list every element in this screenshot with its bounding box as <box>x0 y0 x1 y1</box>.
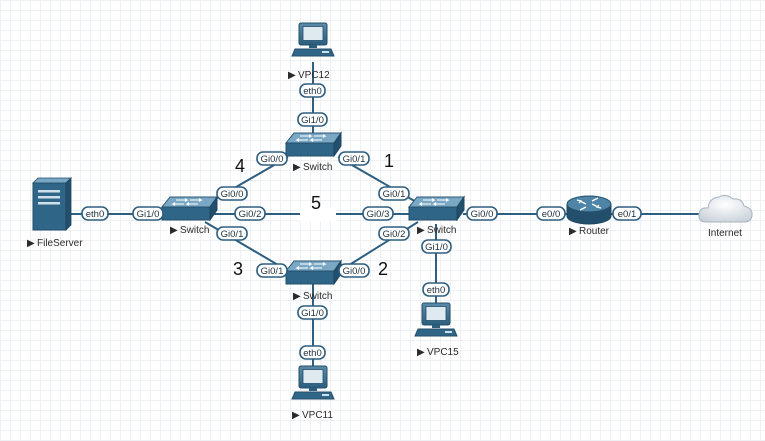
port-text: Gi0/0 <box>221 189 244 200</box>
port-label: Gi0/1 <box>216 226 248 241</box>
switch-bottom-label: Switch <box>303 291 332 302</box>
switch-icon <box>285 132 342 157</box>
server-icon <box>32 177 72 231</box>
switch-right-node[interactable]: ▶ Switch <box>408 196 465 236</box>
port-text: Gi0/1 <box>261 266 284 277</box>
switch-left-node[interactable]: ▶ Switch <box>161 196 218 236</box>
port-label: Gi0/3 <box>362 206 394 221</box>
fileserver-node[interactable]: ▶ FileServer <box>27 177 83 249</box>
vpc11-node[interactable]: ▶ VPC11 <box>291 365 335 421</box>
port-text: Gi0/0 <box>343 266 366 277</box>
port-text: Gi0/3 <box>367 209 390 220</box>
port-text: Gi1/0 <box>301 308 324 319</box>
switch-bottom-node[interactable]: ▶ Switch <box>285 260 342 302</box>
port-text: e0/0 <box>542 209 561 220</box>
vpc11-prefix-icon: ▶ <box>292 410 300 421</box>
vpc12-prefix-icon: ▶ <box>288 70 296 81</box>
switch-top-node[interactable]: ▶ Switch <box>285 132 342 173</box>
internet-label: Internet <box>708 228 742 239</box>
vpc12-label: VPC12 <box>298 70 330 81</box>
port-label: eth0 <box>299 83 326 98</box>
internet-node[interactable]: Internet <box>698 194 753 239</box>
link-number-3: 3 <box>233 259 243 279</box>
port-text: eth0 <box>427 285 446 296</box>
port-text: Gi0/2 <box>239 209 262 220</box>
router-icon <box>566 195 612 225</box>
switch-icon <box>408 196 465 221</box>
switch-icon <box>161 196 218 221</box>
switch-top-prefix-icon: ▶ <box>293 162 301 173</box>
port-label: Gi0/2 <box>234 206 266 221</box>
port-label: e0/1 <box>612 206 642 221</box>
port-text: Gi0/1 <box>221 229 244 240</box>
port-text: Gi0/1 <box>343 154 366 165</box>
vpc12-node[interactable]: ▶ VPC12 <box>288 22 335 81</box>
fileserver-prefix-icon: ▶ <box>27 238 35 249</box>
link-number-1: 1 <box>384 151 394 171</box>
port-text: Gi0/1 <box>383 189 406 200</box>
link-number-2: 2 <box>378 259 388 279</box>
port-label: eth0 <box>81 206 109 221</box>
switch-right-prefix-icon: ▶ <box>417 225 425 236</box>
port-label: Gi1/0 <box>297 305 328 320</box>
port-text: eth0 <box>303 348 322 359</box>
link-number-4: 4 <box>235 156 245 176</box>
vpc15-prefix-icon: ▶ <box>417 347 425 358</box>
port-text: Gi1/0 <box>425 242 448 253</box>
switch-left-prefix-icon: ▶ <box>170 225 178 236</box>
pc-icon <box>291 365 335 400</box>
router-node[interactable]: ▶ Router <box>566 195 612 237</box>
port-text: Gi0/2 <box>383 229 406 240</box>
port-label: eth0 <box>422 282 450 297</box>
port-label: Gi1/0 <box>421 239 452 254</box>
link-number-5: 5 <box>311 193 321 213</box>
port-text: eth0 <box>303 86 322 97</box>
port-text: Gi1/0 <box>137 209 160 220</box>
port-label: Gi0/0 <box>216 186 248 201</box>
router-label: Router <box>579 226 610 237</box>
port-text: eth0 <box>86 209 105 220</box>
port-label: Gi0/1 <box>256 263 288 278</box>
cloud-icon <box>698 194 753 223</box>
switch-top-label: Switch <box>303 162 332 173</box>
port-label: Gi0/0 <box>466 206 498 221</box>
port-text: Gi0/0 <box>261 154 284 165</box>
switch-bottom-prefix-icon: ▶ <box>293 291 301 302</box>
vpc11-label: VPC11 <box>302 410 333 421</box>
switch-left-label: Switch <box>180 225 209 236</box>
port-label: eth0 <box>299 345 326 360</box>
switch-right-label: Switch <box>427 225 456 236</box>
vpc15-node[interactable]: ▶ VPC15 <box>414 302 459 358</box>
port-text: Gi1/0 <box>301 115 324 126</box>
pc-icon <box>414 302 458 337</box>
port-text: e0/1 <box>618 209 637 220</box>
port-label: Gi1/0 <box>297 112 328 127</box>
port-label: Gi0/1 <box>378 186 410 201</box>
router-prefix-icon: ▶ <box>569 226 577 237</box>
port-label: Gi0/0 <box>256 151 288 166</box>
fileserver-label: FileServer <box>37 238 83 249</box>
switch-icon <box>285 260 342 285</box>
pc-icon <box>291 22 335 57</box>
port-text: Gi0/0 <box>471 209 494 220</box>
port-label: Gi1/0 <box>132 206 164 221</box>
port-label: Gi0/0 <box>338 263 370 278</box>
port-label: Gi0/2 <box>378 226 410 241</box>
port-label: e0/0 <box>536 206 566 221</box>
port-label: Gi0/1 <box>338 151 370 166</box>
vpc15-label: VPC15 <box>427 347 459 358</box>
